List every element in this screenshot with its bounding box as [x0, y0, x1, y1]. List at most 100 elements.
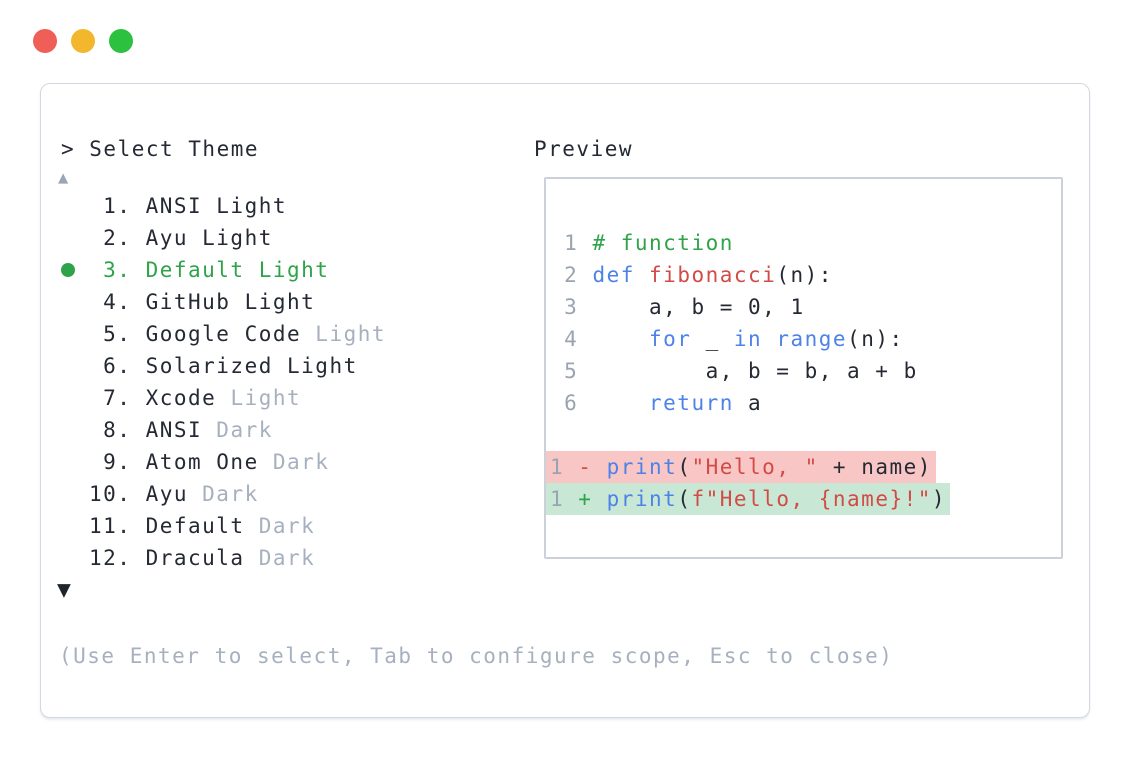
diff-highlight: 1 + print(f"Hello, {name}!") — [546, 483, 951, 515]
code-line: 4 for _ in range(n): — [550, 323, 1061, 355]
theme-item[interactable]: 2. Ayu Light — [61, 222, 386, 254]
theme-name: ANSI — [145, 418, 203, 442]
code-token: in — [733, 327, 763, 351]
code-token: fibonacci — [649, 263, 777, 287]
theme-variant: Dark — [258, 450, 330, 474]
selected-dot-icon — [61, 263, 75, 277]
hint-text: (Use Enter to select, Tab to configure s… — [59, 644, 894, 668]
theme-number: 8. — [89, 418, 146, 442]
theme-number: 6. — [89, 354, 146, 378]
code-token: range — [776, 327, 848, 351]
code-token: (n): — [776, 263, 833, 287]
theme-name: GitHub Light — [145, 290, 316, 314]
window-controls — [33, 29, 133, 53]
theme-variant: Light — [301, 322, 387, 346]
theme-name: Default Light — [145, 258, 330, 282]
code-token: f"Hello, {name}!" — [691, 487, 932, 511]
theme-number: 4. — [89, 290, 146, 314]
theme-item[interactable]: 7. Xcode Light — [61, 382, 386, 414]
maximize-button[interactable] — [109, 29, 133, 53]
code-line: 2 def fibonacci(n): — [550, 259, 1061, 291]
code-token: print — [606, 455, 678, 479]
diff-highlight: 1 - print("Hello, " + name) — [546, 451, 936, 483]
code-block: 1 # function 2 def fibonacci(n): 3 a, b … — [546, 179, 1061, 515]
theme-item[interactable]: 12. Dracula Dark — [61, 542, 386, 574]
theme-number: 3. — [89, 258, 146, 282]
theme-name: Ayu Light — [145, 226, 273, 250]
code-token — [635, 263, 649, 287]
code-token: _ — [691, 327, 734, 351]
code-token: "Hello, " — [691, 455, 819, 479]
theme-number: 5. — [89, 322, 146, 346]
code-token — [592, 391, 649, 415]
code-token: 5 — [550, 359, 593, 383]
code-token — [592, 327, 649, 351]
scroll-down-icon[interactable]: ▼ — [57, 577, 71, 603]
code-token: a — [733, 391, 763, 415]
theme-name: Solarized Light — [145, 354, 358, 378]
theme-item[interactable]: 9. Atom One Dark — [61, 446, 386, 478]
theme-item[interactable]: 3. Default Light — [61, 254, 386, 286]
theme-name: ANSI Light — [145, 194, 288, 218]
blank-line — [550, 419, 1061, 451]
theme-selector-panel: > Select Theme Preview ▲ 1. ANSI Light 2… — [40, 83, 1090, 718]
diff-removed-line: 1 - print("Hello, " + name) — [546, 451, 1061, 483]
theme-variant: Dark — [202, 418, 273, 442]
theme-name: Default — [145, 514, 245, 538]
code-line: 5 a, b = b, a + b — [550, 355, 1061, 387]
code-token: 6 — [550, 391, 593, 415]
theme-number: 9. — [89, 450, 146, 474]
code-token: 2 — [550, 263, 593, 287]
theme-item[interactable]: 11. Default Dark — [61, 510, 386, 542]
code-line: 3 a, b = 0, 1 — [550, 291, 1061, 323]
code-token: # function — [592, 231, 734, 255]
theme-item[interactable]: 1. ANSI Light — [61, 190, 386, 222]
theme-item[interactable]: 4. GitHub Light — [61, 286, 386, 318]
theme-number: 2. — [89, 226, 146, 250]
code-token: def — [592, 263, 635, 287]
theme-number: 10. — [89, 482, 146, 506]
code-token: + — [578, 487, 607, 511]
theme-item[interactable]: 8. ANSI Dark — [61, 414, 386, 446]
code-line: 6 return a — [550, 387, 1061, 419]
theme-variant: Dark — [188, 482, 259, 506]
scroll-up-icon[interactable]: ▲ — [58, 168, 69, 188]
theme-name: Google Code — [145, 322, 302, 346]
code-token: + name) — [818, 455, 932, 479]
diff-added-line: 1 + print(f"Hello, {name}!") — [546, 483, 1061, 515]
theme-variant: Dark — [244, 546, 316, 570]
code-token: return — [649, 391, 734, 415]
code-token: a, b = b, a + b — [592, 359, 918, 383]
theme-item[interactable]: 10. Ayu Dark — [61, 478, 386, 510]
theme-list: 1. ANSI Light 2. Ayu Light 3. Default Li… — [61, 190, 386, 574]
code-token: 1 — [550, 487, 579, 511]
code-token: (n): — [847, 327, 904, 351]
code-token — [762, 327, 776, 351]
code-token: 3 — [550, 295, 593, 319]
code-token: 1 — [550, 231, 593, 255]
code-token: for — [649, 327, 692, 351]
code-token: - — [578, 455, 607, 479]
theme-name: Xcode — [145, 386, 217, 410]
theme-name: Atom One — [145, 450, 259, 474]
code-token: ) — [931, 487, 947, 511]
select-theme-prompt: > Select Theme — [61, 137, 260, 161]
code-token: 1 — [550, 455, 579, 479]
theme-name: Ayu — [145, 482, 189, 506]
code-token: a, b = 0, 1 — [592, 295, 805, 319]
theme-number: 12. — [89, 546, 146, 570]
minimize-button[interactable] — [71, 29, 95, 53]
theme-variant: Dark — [244, 514, 316, 538]
theme-number: 11. — [89, 514, 146, 538]
theme-number: 7. — [89, 386, 146, 410]
theme-variant: Light — [216, 386, 302, 410]
theme-item[interactable]: 5. Google Code Light — [61, 318, 386, 350]
theme-number: 1. — [89, 194, 146, 218]
theme-item[interactable]: 6. Solarized Light — [61, 350, 386, 382]
theme-name: Dracula — [145, 546, 245, 570]
code-token: ( — [677, 487, 692, 511]
close-button[interactable] — [33, 29, 57, 53]
code-token: ( — [677, 455, 692, 479]
code-token: print — [606, 487, 678, 511]
